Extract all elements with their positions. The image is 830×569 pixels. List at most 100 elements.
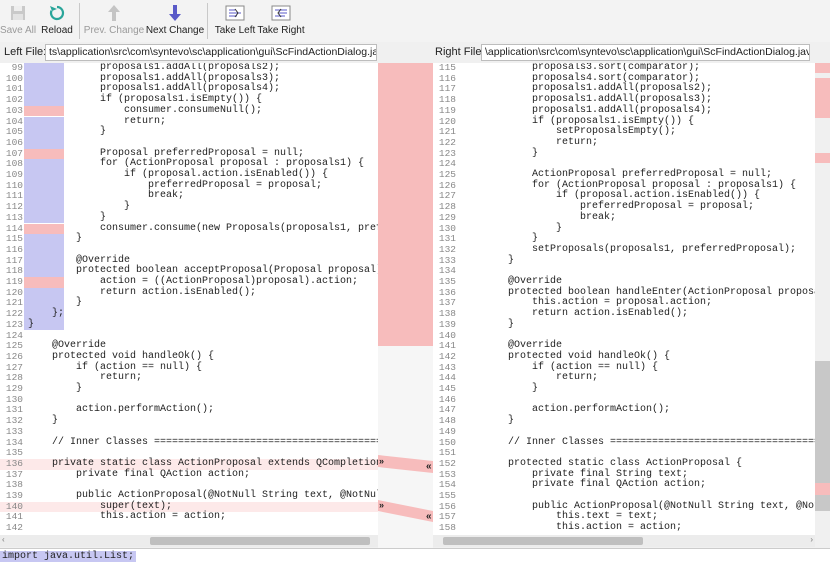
code-text[interactable]: this.action = proposal.action; [460,297,713,309]
code-text[interactable]: return; [28,115,167,127]
code-text[interactable]: return; [460,372,599,384]
code-text[interactable]: } [460,254,515,266]
code-text[interactable]: public ActionProposal(@NotNull String te… [76,490,378,501]
code-text[interactable]: } [28,318,35,330]
code-text[interactable]: proposals1.addAll(proposals3); [28,72,281,84]
code-text[interactable]: consumer.consume(new Proposals(proposals… [100,222,378,234]
right-editor-pane[interactable]: 115 proposals3.sort(comparator);116 prop… [433,63,815,535]
code-text[interactable]: // Inner Classes =======================… [52,436,378,448]
code-text[interactable]: private final QAction action; [460,479,707,491]
code-text[interactable]: if (proposal.action.isEnabled()) { [28,169,329,180]
code-text[interactable]: this.action = action; [460,522,683,534]
code-text[interactable]: super(text); [28,500,173,512]
code-text[interactable]: action.performAction(); [28,404,215,416]
prev-change-button[interactable]: Prev. Change [84,0,144,42]
code-text[interactable]: proposals1.addAll(proposals4); [460,104,713,116]
code-text[interactable]: } [460,318,515,330]
left-horizontal-scrollbar[interactable]: ‹ [0,535,378,547]
code-text[interactable]: if (action == null) { [28,361,203,373]
code-text[interactable]: setProposalsEmpty(); [460,126,677,138]
code-text[interactable]: setProposals(proposals1, preferredPropos… [460,243,797,255]
code-text[interactable]: proposals1.addAll(proposals3); [460,94,713,106]
code-text[interactable]: }; [28,308,65,320]
code-text[interactable]: protected boolean handleEnter(ActionProp… [460,286,815,298]
line-number: 123 [438,147,456,159]
code-text[interactable]: } [28,201,131,213]
scroll-left-icon[interactable]: ‹ [2,535,5,544]
code-text[interactable]: if (proposal.action.isEnabled()) { [460,190,761,202]
code-text[interactable]: consumer.consumeNull(); [28,104,263,116]
code-text[interactable]: action = ((ActionProposal)proposal).acti… [28,276,359,287]
line-number: 122 [438,136,456,148]
code-text[interactable]: } [28,233,83,245]
code-text[interactable]: proposals1.addAll(proposals2); [460,83,713,95]
code-text[interactable]: private static class ActionProposal exte… [52,457,378,469]
code-text[interactable]: @Override [28,340,107,352]
left-file-path[interactable]: ts\application\src\com\syntevo\sc\applic… [45,44,377,61]
code-text[interactable]: } [28,297,83,309]
code-text[interactable]: } [28,415,59,427]
code-text[interactable]: } [460,222,563,234]
code-text[interactable]: this.text = text; [460,511,659,523]
take-right-button[interactable]: Take Right [257,0,305,42]
left-editor-pane[interactable]: 99 proposals1.addAll(proposals2);100 pro… [0,63,378,535]
code-line: 118 proposals1.addAll(proposals3); [433,94,815,106]
code-text[interactable]: proposals4.sort(comparator); [460,72,701,84]
right-horizontal-scrollbar[interactable]: › [433,535,815,547]
scroll-right-icon[interactable]: › [810,535,813,544]
diff-marker [815,78,830,118]
code-text[interactable]: preferredProposal = proposal; [460,201,755,213]
take-left-arrow[interactable]: « [426,511,432,522]
code-text[interactable]: ActionProposal preferredProposal = null; [460,169,773,180]
code-text[interactable]: return action.isEnabled(); [460,308,689,320]
code-text[interactable]: proposals1.addAll(proposals4); [28,83,281,95]
line-number: 129 [5,383,23,394]
code-text[interactable]: preferredProposal = proposal; [28,179,323,191]
code-text[interactable]: return; [28,372,143,384]
code-text[interactable]: @Override [460,340,563,352]
reload-button[interactable]: Reload [40,0,74,42]
take-left-button[interactable]: Take Left [215,0,255,42]
code-text[interactable]: if (action == null) { [460,361,659,373]
code-text[interactable]: protected void handleOk() { [460,350,671,362]
code-text[interactable]: proposals3.sort(comparator); [460,63,701,73]
code-text[interactable]: Proposal preferredProposal = null; [28,147,305,159]
code-text[interactable]: } [28,211,107,223]
take-right-arrow[interactable]: » [379,500,385,510]
code-text[interactable]: } [28,126,107,138]
code-text[interactable]: @Override [28,254,131,266]
code-text[interactable]: if (proposals1.isEmpty()) { [28,94,263,106]
vertical-scrollbar[interactable] [815,63,830,548]
left-scroll-thumb[interactable] [150,537,370,545]
code-text[interactable]: private final QAction action; [28,468,251,480]
code-text[interactable]: return action.isEnabled(); [28,286,257,298]
code-text[interactable]: } [28,383,83,394]
right-scroll-thumb[interactable] [443,537,643,545]
code-text[interactable]: proposals1.addAll(proposals2); [28,63,281,73]
code-text[interactable]: return; [460,136,599,148]
code-text[interactable]: protected static class ActionProposal { [460,457,743,469]
code-text[interactable]: public ActionProposal(@NotNull String te… [532,500,815,512]
code-text[interactable]: protected boolean acceptProposal(Proposa… [28,265,378,277]
code-text[interactable]: @Override [460,276,563,287]
code-text[interactable]: private final String text; [460,468,689,480]
code-text[interactable]: break; [460,211,617,223]
code-text[interactable]: action.performAction(); [460,404,671,416]
take-left-arrow[interactable]: « [426,461,432,472]
take-right-arrow[interactable]: » [379,456,385,466]
code-text[interactable]: } [460,233,539,245]
code-text[interactable]: } [460,415,515,427]
code-text[interactable]: } [460,147,539,159]
next-change-button[interactable]: Next Change [146,0,204,42]
code-text[interactable]: for (ActionProposal proposal : proposals… [28,158,365,170]
save-all-button[interactable]: Save All [0,0,36,42]
right-file-path[interactable]: \application\src\com\syntevo\sc\applicat… [481,44,810,61]
code-text[interactable]: protected void handleOk() { [28,350,215,362]
code-text[interactable]: // Inner Classes =======================… [508,436,815,448]
code-text[interactable]: break; [28,190,185,202]
code-text[interactable]: for (ActionProposal proposal : proposals… [460,179,797,191]
code-text[interactable]: this.action = action; [28,511,227,523]
code-text[interactable]: if (proposals1.isEmpty()) { [460,115,695,127]
code-text[interactable]: } [460,383,539,394]
vertical-scroll-thumb[interactable] [815,361,830,511]
